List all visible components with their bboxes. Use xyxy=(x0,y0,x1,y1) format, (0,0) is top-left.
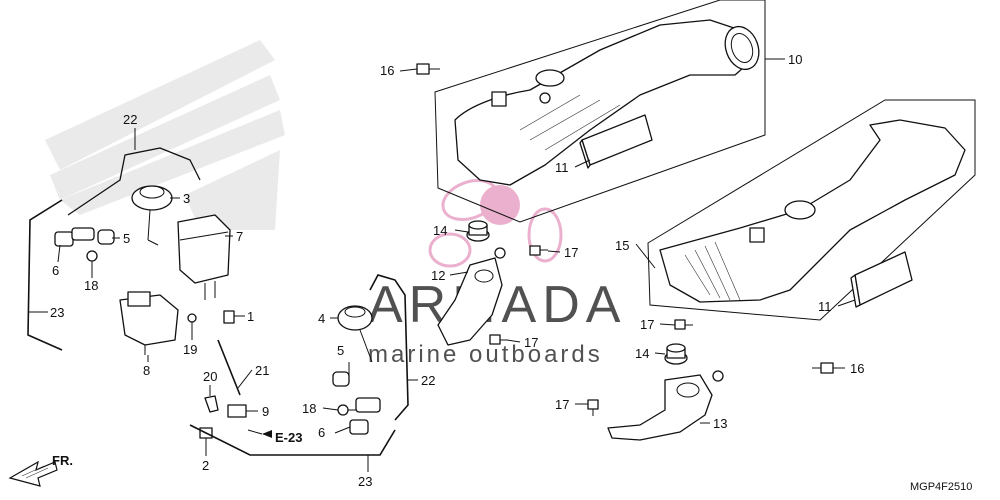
label-5-center: 5 xyxy=(337,343,344,358)
label-17-b: 17 xyxy=(524,335,538,350)
label-7: 7 xyxy=(236,229,243,244)
bolt-16-upper xyxy=(416,63,440,75)
label-17-d: 17 xyxy=(555,397,569,412)
tube-23-left xyxy=(27,199,63,351)
label-1: 1 xyxy=(247,309,254,324)
label-10: 10 xyxy=(788,52,802,67)
label-15: 15 xyxy=(615,238,629,253)
label-5-upper: 5 xyxy=(123,231,130,246)
canister-7 xyxy=(177,214,231,300)
label-4: 4 xyxy=(318,311,325,326)
label-16-lower: 16 xyxy=(850,361,864,376)
label-6-center: 6 xyxy=(318,425,325,440)
front-label: FR. xyxy=(52,453,73,468)
bracket-13 xyxy=(607,370,724,441)
label-18-center: 18 xyxy=(302,401,316,416)
bolt-16-lower xyxy=(812,362,834,374)
label-11-upper: 11 xyxy=(555,160,569,175)
tube-22-center xyxy=(369,274,409,421)
diagram-code: MGP4F2510 xyxy=(910,481,972,493)
pad-lower xyxy=(850,251,913,308)
label-14-lower: 14 xyxy=(635,346,649,361)
clip-20 xyxy=(204,395,219,413)
label-12: 12 xyxy=(431,268,445,283)
watermark-subtitle: marine outboards xyxy=(368,341,603,368)
front-direction-arrow: FR. xyxy=(8,453,73,487)
cap-5-center xyxy=(332,371,350,387)
bolt-17-a xyxy=(529,245,548,256)
tube-22-upper xyxy=(67,147,201,216)
joint-6-upper xyxy=(54,227,95,247)
label-23-left: 23 xyxy=(50,305,64,320)
label-20: 20 xyxy=(203,369,217,384)
cap-5-upper xyxy=(97,229,115,245)
screw-18-upper xyxy=(86,250,98,270)
clip-1 xyxy=(223,310,235,324)
label-17-a: 17 xyxy=(564,245,578,260)
label-22-center: 22 xyxy=(421,373,435,388)
label-16-upper: 16 xyxy=(380,63,394,78)
grommet-14-lower xyxy=(664,343,688,365)
part-labels: 3 5 6 18 7 1 19 8 21 20 9 2 22 23 23 4 5… xyxy=(50,52,864,489)
bolt-17-d xyxy=(587,399,599,416)
tube-23-bottom xyxy=(189,424,396,456)
joint-9 xyxy=(227,404,247,418)
label-13: 13 xyxy=(713,416,727,431)
label-22-upper: 22 xyxy=(123,112,137,127)
label-18-upper: 18 xyxy=(84,278,98,293)
solenoid-8 xyxy=(119,291,179,355)
label-11-lower: 11 xyxy=(818,299,832,314)
tube-21 xyxy=(217,339,241,396)
label-3: 3 xyxy=(183,191,190,206)
air-duct-lower xyxy=(647,99,976,321)
bolt-17-c xyxy=(674,319,693,330)
honda-wing-logo-ghost xyxy=(45,40,285,230)
air-duct-upper xyxy=(434,0,766,223)
label-17-c: 17 xyxy=(640,317,654,332)
label-19: 19 xyxy=(183,342,197,357)
screw-18-center xyxy=(337,404,356,416)
joint-6-center xyxy=(349,397,381,435)
label-2: 2 xyxy=(202,458,209,473)
label-23-bottom: 23 xyxy=(358,474,372,489)
bracket-12 xyxy=(437,247,506,346)
label-6-upper: 6 xyxy=(52,263,59,278)
label-21: 21 xyxy=(255,363,269,378)
leader-lines xyxy=(28,58,856,472)
valve-3 xyxy=(131,185,173,246)
reference-label: E-23 xyxy=(275,430,302,445)
label-8: 8 xyxy=(143,363,150,378)
reference-e23: E-23 xyxy=(247,429,302,445)
label-9: 9 xyxy=(262,404,269,419)
bolt-17-b xyxy=(489,334,507,345)
label-14-upper: 14 xyxy=(433,223,447,238)
grommet-14-upper xyxy=(466,220,490,242)
screw-19 xyxy=(187,313,197,332)
